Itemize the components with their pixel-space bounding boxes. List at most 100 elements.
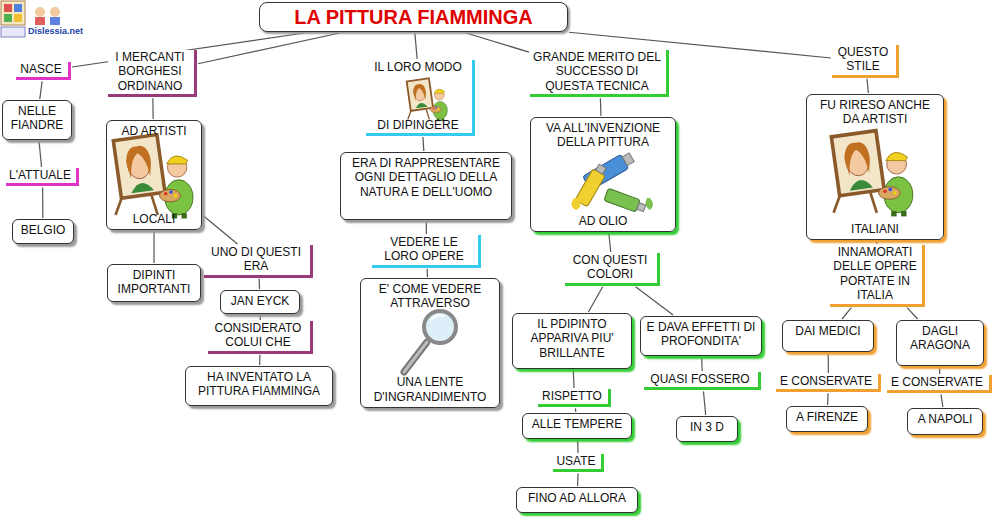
linking-phrase: USATE: [553, 454, 604, 472]
painter-illustration: [407, 78, 448, 121]
node-text: VA ALL'INVENZIONE DELLA PITTURA: [535, 121, 671, 150]
connector: [609, 233, 611, 252]
linking-phrase: RISPETTO: [538, 389, 611, 407]
linking-phrase: L'ATTUALE: [6, 168, 79, 186]
connector: [867, 79, 868, 93]
node-text: IL PDIPINTO APPARIVA PIU' BRILLANTE: [517, 317, 627, 360]
connector: [577, 473, 579, 486]
node-text: L'ATTUALE: [8, 168, 72, 182]
node-text: FINO AD ALLORA: [521, 491, 633, 505]
connector: [939, 367, 940, 374]
node-text: BELGIO: [17, 223, 69, 237]
node-text: AD ARTISTI: [111, 124, 197, 138]
node-text: NELLE FIANDRE: [7, 104, 67, 133]
node-text: ALLE TEMPERE: [527, 417, 627, 431]
linking-phrase: IL LORO MODODI DIPINGERE: [366, 60, 475, 136]
concept-box: DAI MEDICI: [782, 320, 874, 352]
connector: [259, 279, 260, 289]
node-text: E' COME VEDERE ATTRAVERSO: [365, 282, 495, 311]
node-text: QUESTO STILE: [834, 45, 892, 74]
node-text: INNAMORATI DELLE OPERE PORTATE IN ITALIA: [832, 245, 918, 303]
node-text: AD OLIO: [535, 214, 671, 228]
node-text: ERA DI RAPPRESENTARE OGNI DETTAGLIO DELL…: [345, 156, 507, 199]
linking-phrase: I MERCANTI BORGHESI ORDINANO: [108, 50, 197, 97]
node-text: LA PITTURA FIAMMINGA: [266, 5, 561, 29]
linking-phrase: E CONSERVATE: [887, 375, 992, 393]
connector: [260, 315, 261, 320]
node-text: CONSIDERATO COLUI CHE: [210, 321, 306, 350]
connector: [415, 33, 417, 59]
node-text: DIPINTI IMPORTANTI: [112, 268, 196, 297]
node-text: HA INVENTATO LA PITTURA FIAMMINGA: [190, 370, 328, 399]
concept-box: A NAPOLI: [907, 408, 983, 435]
concept-box: E DAVA EFFETTI DI PROFONDITA': [640, 316, 762, 356]
connector: [827, 393, 828, 405]
node-text: UNO DI QUESTI ERA: [206, 245, 306, 274]
node-text: JAN EYCK: [225, 294, 295, 308]
node-text: E CONSERVATE: [778, 374, 874, 388]
connector: [573, 370, 575, 388]
linking-phrase: QUASI FOSSERO: [644, 372, 761, 390]
node-text: DAI MEDICI: [787, 324, 869, 338]
concept-box: FINO AD ALLORA: [516, 487, 638, 513]
connector: [40, 81, 42, 99]
connector: [42, 187, 43, 218]
linking-phrase: UNO DI QUESTI ERA: [204, 245, 313, 278]
linking-phrase: NASCE: [16, 62, 71, 80]
connector: [588, 287, 602, 312]
concept-box: E' COME VEDERE ATTRAVERSO UNA LENTE D'ING…: [360, 278, 500, 408]
connector: [203, 216, 237, 244]
linking-phrase: QUESTO STILE: [832, 45, 899, 78]
connector: [575, 408, 576, 412]
concept-box: IL PDIPINTO APPARIVA PIU' BRILLANTE: [512, 313, 632, 369]
concept-box: A FIRENZE: [786, 406, 868, 432]
node-text: ITALIANI: [811, 222, 939, 236]
linking-phrase: INNAMORATI DELLE OPERE PORTATE IN ITALIA: [830, 245, 925, 307]
connector: [907, 308, 918, 319]
connector: [941, 394, 943, 407]
connector: [876, 241, 877, 244]
node-text: DI DIPINGERE: [368, 118, 468, 132]
connector: [427, 269, 428, 277]
concept-box: AD ARTISTILOCALI: [106, 120, 202, 230]
connector: [828, 353, 829, 373]
paint-tubes-illustration: [571, 150, 653, 214]
linking-phrase: E CONSERVATE: [776, 374, 881, 392]
connector: [703, 391, 705, 415]
connector: [466, 33, 529, 52]
connector: [701, 357, 702, 371]
node-text: RISPETTO: [540, 389, 604, 403]
connector: [842, 308, 851, 319]
node-text: A FIRENZE: [791, 410, 863, 424]
connector: [426, 221, 427, 234]
connector: [600, 98, 602, 116]
concept-box: ALLE TEMPERE: [522, 413, 632, 439]
linking-phrase: VEDERE LE LORO OPERE: [372, 235, 481, 268]
concept-box: DIPINTI IMPORTANTI: [107, 264, 201, 302]
node-text: E DAVA EFFETTI DI PROFONDITA': [645, 320, 757, 349]
node-text: QUASI FOSSERO: [646, 372, 754, 386]
connector: [259, 355, 260, 365]
node-text: FU RIRESO ANCHE DA ARTISTI: [811, 98, 939, 127]
concept-box: ERA DI RAPPRESENTARE OGNI DETTAGLIO DELL…: [340, 152, 512, 220]
connector: [577, 440, 579, 453]
node-text: A NAPOLI: [912, 412, 978, 426]
node-text: UNA LENTE D'INGRANDIMENTO: [365, 375, 495, 404]
connector: [39, 141, 42, 167]
connector: [198, 33, 340, 64]
node-text: VEDERE LE LORO OPERE: [374, 235, 474, 264]
concept-box: DAGLI ARAGONA: [896, 320, 984, 366]
concept-box: JAN EYCK: [220, 290, 300, 314]
concept-box: FU RIRESO ANCHE DA ARTISTI ITALIANI: [806, 94, 944, 240]
node-text: IN 3 D: [681, 420, 733, 434]
painter-illustration: [831, 131, 912, 217]
watermark: Dislessia.net: [28, 26, 83, 36]
linking-phrase: CON QUESTI COLORI: [565, 253, 660, 286]
linking-phrase: GRANDE MERITO DEL SUCCESSO DI QUESTA TEC…: [530, 50, 669, 97]
painter-illustration: [113, 135, 193, 219]
node-text: GRANDE MERITO DEL SUCCESSO DI QUESTA TEC…: [532, 50, 662, 93]
concept-box: BELGIO: [12, 219, 74, 244]
title-box: LA PITTURA FIAMMINGA: [259, 2, 568, 32]
concept-box: NELLE FIANDRE: [2, 100, 72, 140]
